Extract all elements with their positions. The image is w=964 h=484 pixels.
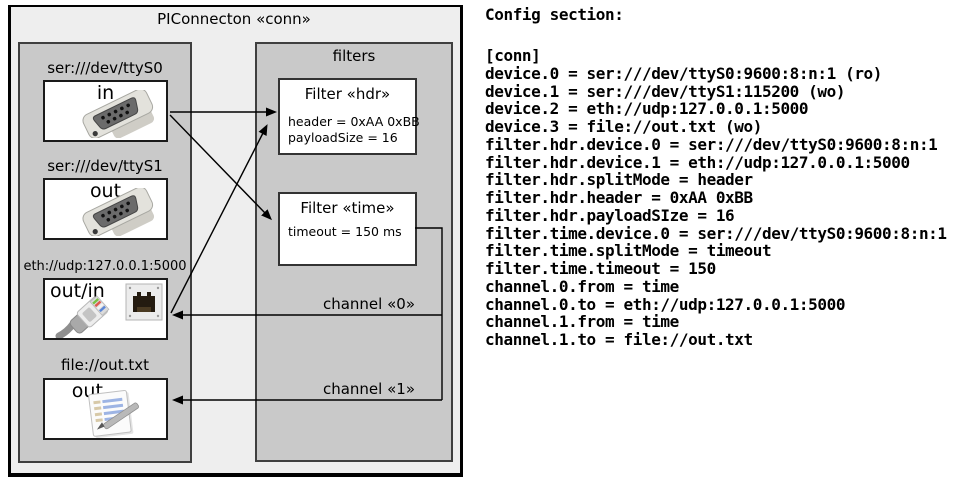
filter-time-prop-timeout: timeout = 150 ms bbox=[288, 224, 402, 239]
filter-hdr-title: Filter «hdr» bbox=[304, 85, 391, 103]
config-line: device.0 = ser:///dev/ttyS0:9600:8:n:1 (… bbox=[485, 63, 883, 83]
config-line: filter.hdr.device.0 = ser:///dev/ttyS0:9… bbox=[485, 134, 938, 154]
channel-0-label: channel «0» bbox=[322, 295, 415, 313]
config-line: channel.0.from = time bbox=[485, 276, 679, 296]
config-section: Config section: [conn] device.0 = ser://… bbox=[485, 6, 963, 349]
config-line: filter.hdr.header = 0xAA 0xBB bbox=[485, 188, 753, 207]
device-direction: out/in bbox=[50, 280, 105, 302]
filter-time-box: Filter «time» timeout = 150 ms bbox=[278, 192, 417, 266]
config-heading: Config section: bbox=[485, 5, 624, 24]
device-direction: in bbox=[96, 82, 115, 104]
filter-hdr-box: Filter «hdr» header = 0xAA 0xBB payloadS… bbox=[278, 78, 420, 155]
filter-hdr-prop-header: header = 0xAA 0xBB bbox=[288, 114, 420, 129]
ethernet-port-icon bbox=[125, 283, 163, 321]
serial-connector-icon bbox=[82, 188, 155, 236]
config-line: device.2 = eth://udp:127.0.0.1:5000 bbox=[485, 99, 809, 119]
filter-hdr-prop-payload: payloadSize = 16 bbox=[288, 130, 398, 145]
device-box-eth: out/in bbox=[43, 278, 168, 340]
device-direction: out bbox=[89, 180, 122, 202]
config-line: channel.1.to = file://out.txt bbox=[485, 330, 753, 349]
config-line: filter.time.splitMode = timeout bbox=[485, 241, 772, 261]
diagram-title: PIConnecton «conn» bbox=[157, 10, 311, 28]
filters-panel-title: filters bbox=[332, 47, 376, 65]
config-line: channel.1.from = time bbox=[485, 312, 679, 332]
device-box-ttyS0: in bbox=[43, 80, 168, 142]
device-label-eth: eth://udp:127.0.0.1:5000 bbox=[23, 259, 187, 274]
device-box-ttyS1: out bbox=[43, 178, 168, 240]
device-label-ttyS0: ser:///dev/ttyS0 bbox=[47, 59, 163, 77]
device-label-file: file://out.txt bbox=[61, 356, 149, 374]
config-line: filter.time.device.0 = ser:///dev/ttyS0:… bbox=[485, 223, 947, 243]
channel-1-label: channel «1» bbox=[322, 380, 415, 398]
device-label-ttyS1: ser:///dev/ttyS1 bbox=[47, 157, 163, 175]
filter-time-title: Filter «time» bbox=[300, 199, 395, 217]
config-line: filter.hdr.device.1 = eth://udp:127.0.0.… bbox=[485, 152, 910, 172]
config-line: device.3 = file://out.txt (wo) bbox=[485, 117, 762, 136]
notepad-icon bbox=[88, 389, 139, 438]
config-line: filter.hdr.splitMode = header bbox=[485, 170, 753, 190]
ethernet-plug-icon bbox=[55, 295, 110, 338]
config-line: [conn] bbox=[485, 46, 541, 65]
device-box-file: out bbox=[43, 378, 168, 440]
serial-connector-icon bbox=[82, 90, 155, 138]
config-line: channel.0.to = eth://udp:127.0.0.1:5000 bbox=[485, 294, 846, 314]
config-line: device.1 = ser:///dev/ttyS1:115200 (wo) bbox=[485, 81, 846, 101]
config-line: filter.time.timeout = 150 bbox=[485, 259, 716, 278]
config-line: filter.hdr.payloadSIze = 16 bbox=[485, 205, 735, 225]
